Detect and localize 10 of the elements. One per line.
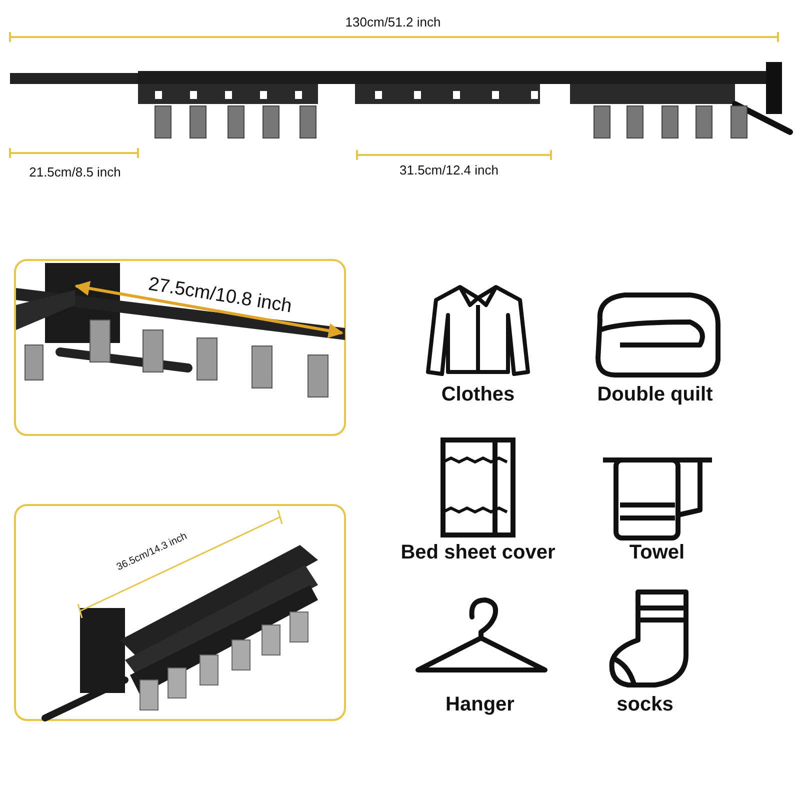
dimension-label: 130cm/51.2 inch [345,14,441,30]
icon-caption: Towel [629,542,685,564]
icon-caption: Bed sheet cover [400,542,556,564]
dimension-label: 21.5cm/8.5 inch [29,164,121,180]
icon-caption: Double quilt [597,384,713,406]
icon-caption: Hanger [446,694,514,716]
icon-caption: socks [616,694,674,716]
dimension-label: 31.5cm/12.4 inch [400,162,498,178]
icon-caption: Clothes [441,384,515,406]
dimension-label: 27.5cm/10.8 inch [146,274,294,318]
